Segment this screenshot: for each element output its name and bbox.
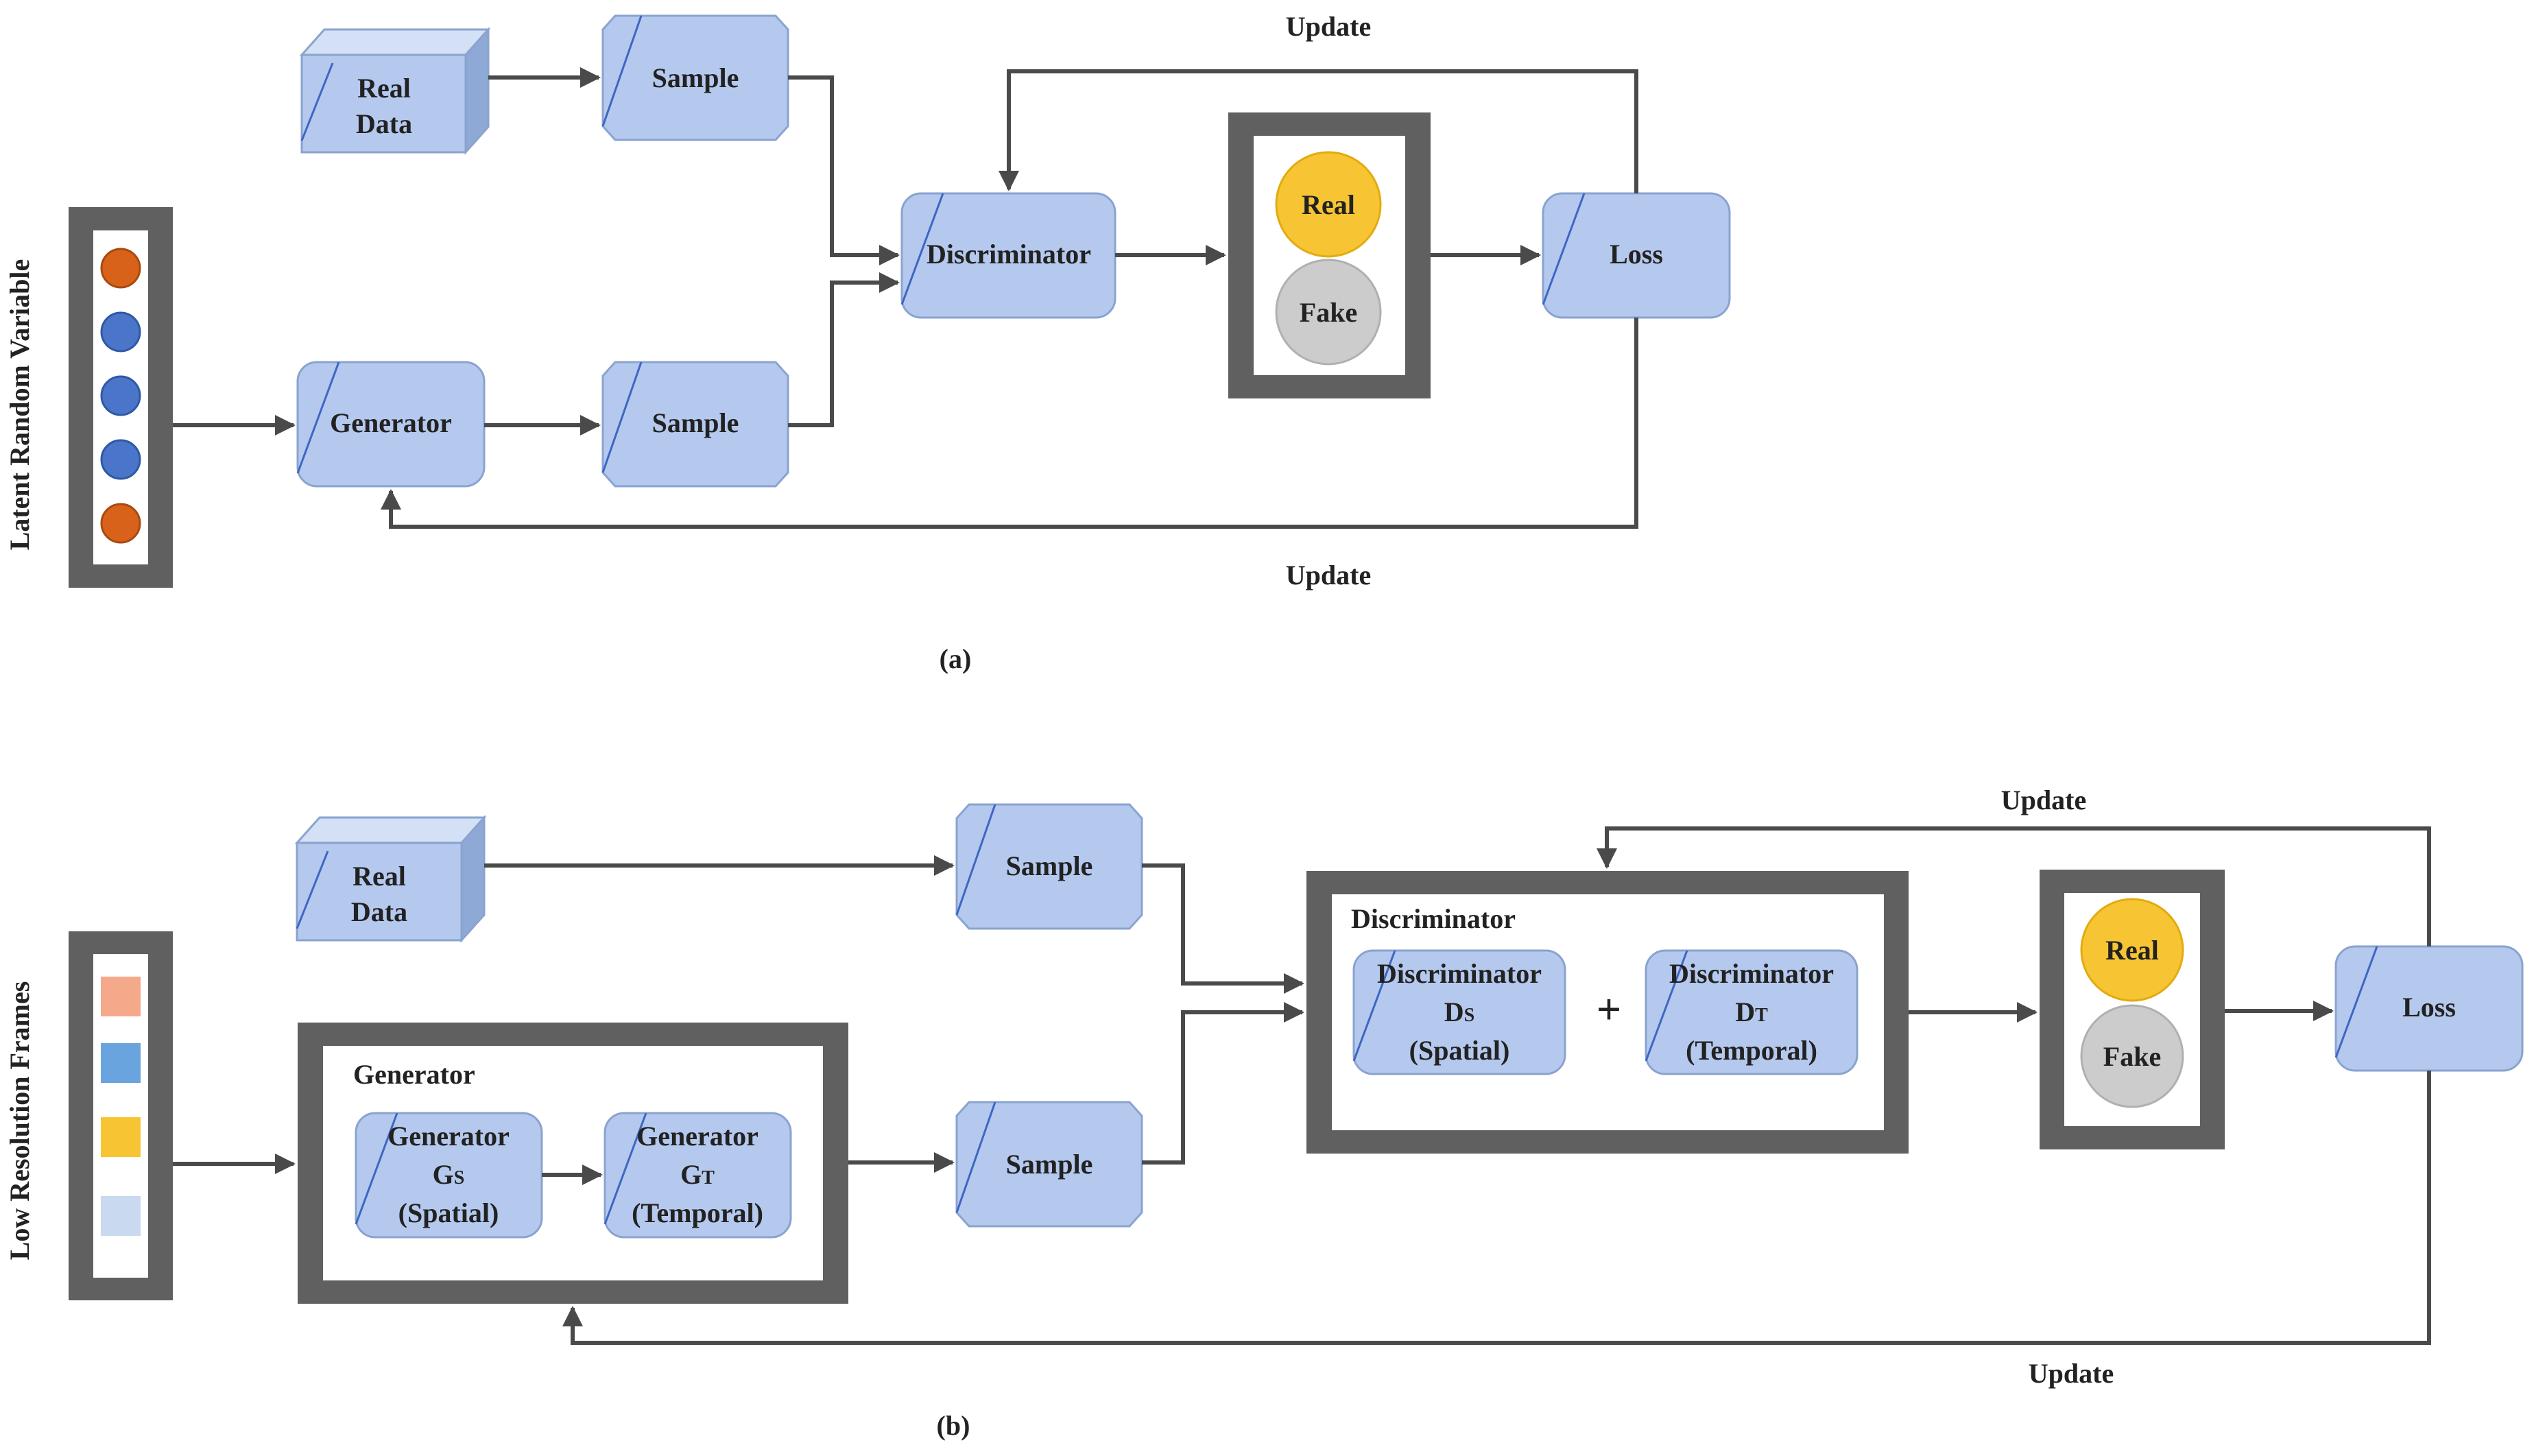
sample-bottom-b-label: Sample: [1006, 1149, 1093, 1180]
generator-node: [296, 361, 486, 488]
real-fake-frame: [1228, 112, 1431, 398]
edge-update-generator: [381, 318, 1638, 529]
sample-top-node: [601, 14, 789, 141]
discriminator-label: Discriminator: [927, 239, 1091, 270]
latent-circle-blue: [100, 311, 141, 353]
latent-circle-orange: [100, 503, 141, 544]
generator-frame-title: Generator: [353, 1059, 475, 1090]
disc-temporal-symbol: DT: [1735, 996, 1768, 1027]
gen-temporal-line1: Generator: [636, 1121, 758, 1151]
real-data-node: [299, 27, 491, 155]
latent-variable-label: Latent Random Variable: [4, 259, 35, 551]
real-data-b-label-line2: Data: [351, 896, 407, 927]
frame-swatch-peach: [101, 977, 141, 1016]
discriminator-temporal-node: [1645, 949, 1859, 1075]
real-circle: [1275, 151, 1382, 258]
sample-top-node-b: [955, 803, 1143, 930]
frame-swatch-gold: [101, 1117, 141, 1157]
disc-spatial-line3: (Spatial): [1409, 1035, 1510, 1066]
update-top-label: Update: [1286, 11, 1371, 42]
caption-a: (a): [940, 643, 972, 674]
frame-swatch-pale: [101, 1196, 141, 1236]
discriminator-frame-title: Discriminator: [1351, 903, 1516, 934]
generator-spatial-node: [355, 1112, 543, 1239]
gen-spatial-line1: Generator: [387, 1121, 510, 1151]
edge-update-disc-b: [1597, 826, 2431, 946]
edge-samplebottom-disc-b: [1142, 1002, 1304, 1165]
real-data-node-b: [294, 815, 487, 943]
latent-circle-orange: [100, 248, 141, 289]
sample-top-b-label: Sample: [1006, 850, 1093, 881]
disc-temporal-line1: Discriminator: [1669, 958, 1834, 989]
real-data-label-line2: Data: [356, 108, 412, 139]
real-fake-frame-b: [2040, 870, 2225, 1149]
sample-bottom-node: [601, 361, 789, 488]
disc-temporal-line3: (Temporal): [1686, 1035, 1817, 1066]
panel-b-edges: [173, 826, 2431, 1345]
update-bottom-label: Update: [1286, 560, 1371, 590]
discriminator-spatial-node: [1352, 949, 1566, 1075]
real-label: Real: [1302, 189, 1355, 220]
generator-label: Generator: [330, 407, 452, 438]
low-res-frames-label: Low Resolution Frames: [4, 981, 35, 1261]
disc-spatial-symbol: DS: [1444, 996, 1474, 1027]
real-b-label: Real: [2105, 935, 2159, 966]
plus-sign: +: [1597, 985, 1621, 1034]
discriminator-frame: [1306, 871, 1909, 1154]
real-circle-b: [2080, 898, 2184, 1002]
edge-samplebottom-discriminator: [788, 272, 900, 427]
loss-label: Loss: [1610, 239, 1663, 270]
latent-variable-strip: [69, 207, 173, 588]
disc-spatial-line1: Discriminator: [1377, 958, 1542, 989]
sample-bottom-label: Sample: [652, 407, 739, 438]
fake-label: Fake: [1300, 297, 1357, 328]
fake-circle-b: [2080, 1004, 2184, 1108]
edge-sampletop-disc-b: [1142, 863, 1304, 994]
edge-update-discriminator: [999, 69, 1638, 193]
generator-temporal-node: [604, 1112, 792, 1239]
fake-b-label: Fake: [2103, 1041, 2161, 1072]
gen-temporal-symbol: GT: [680, 1159, 715, 1190]
gen-spatial-line3: (Spatial): [398, 1197, 499, 1228]
latent-circle-blue: [100, 375, 141, 416]
real-data-b-label-line1: Real: [353, 861, 406, 892]
low-res-frames-strip: [69, 931, 173, 1300]
edge-sampletop-discriminator: [788, 75, 900, 265]
gen-spatial-symbol: GS: [433, 1159, 465, 1190]
gen-temporal-line3: (Temporal): [632, 1197, 763, 1228]
sample-bottom-node-b: [955, 1101, 1143, 1228]
sample-top-label: Sample: [652, 62, 739, 93]
latent-circle-blue: [100, 439, 141, 480]
real-data-label-line1: Real: [357, 73, 411, 104]
fake-circle: [1275, 259, 1382, 366]
edge-update-gen-b: [562, 1071, 2431, 1345]
update-bottom-b-label: Update: [2029, 1358, 2114, 1389]
update-top-b-label: Update: [2001, 785, 2086, 815]
loss-b-label: Loss: [2402, 992, 2456, 1023]
panel-a-edges: [173, 67, 1638, 529]
panel-a: Latent Random Variable Real Data Sample …: [4, 11, 1731, 674]
panel-b: Low Resolution Frames Real Data Sample S…: [4, 785, 2524, 1441]
caption-b: (b): [937, 1410, 970, 1441]
frame-swatch-sky: [101, 1043, 141, 1083]
